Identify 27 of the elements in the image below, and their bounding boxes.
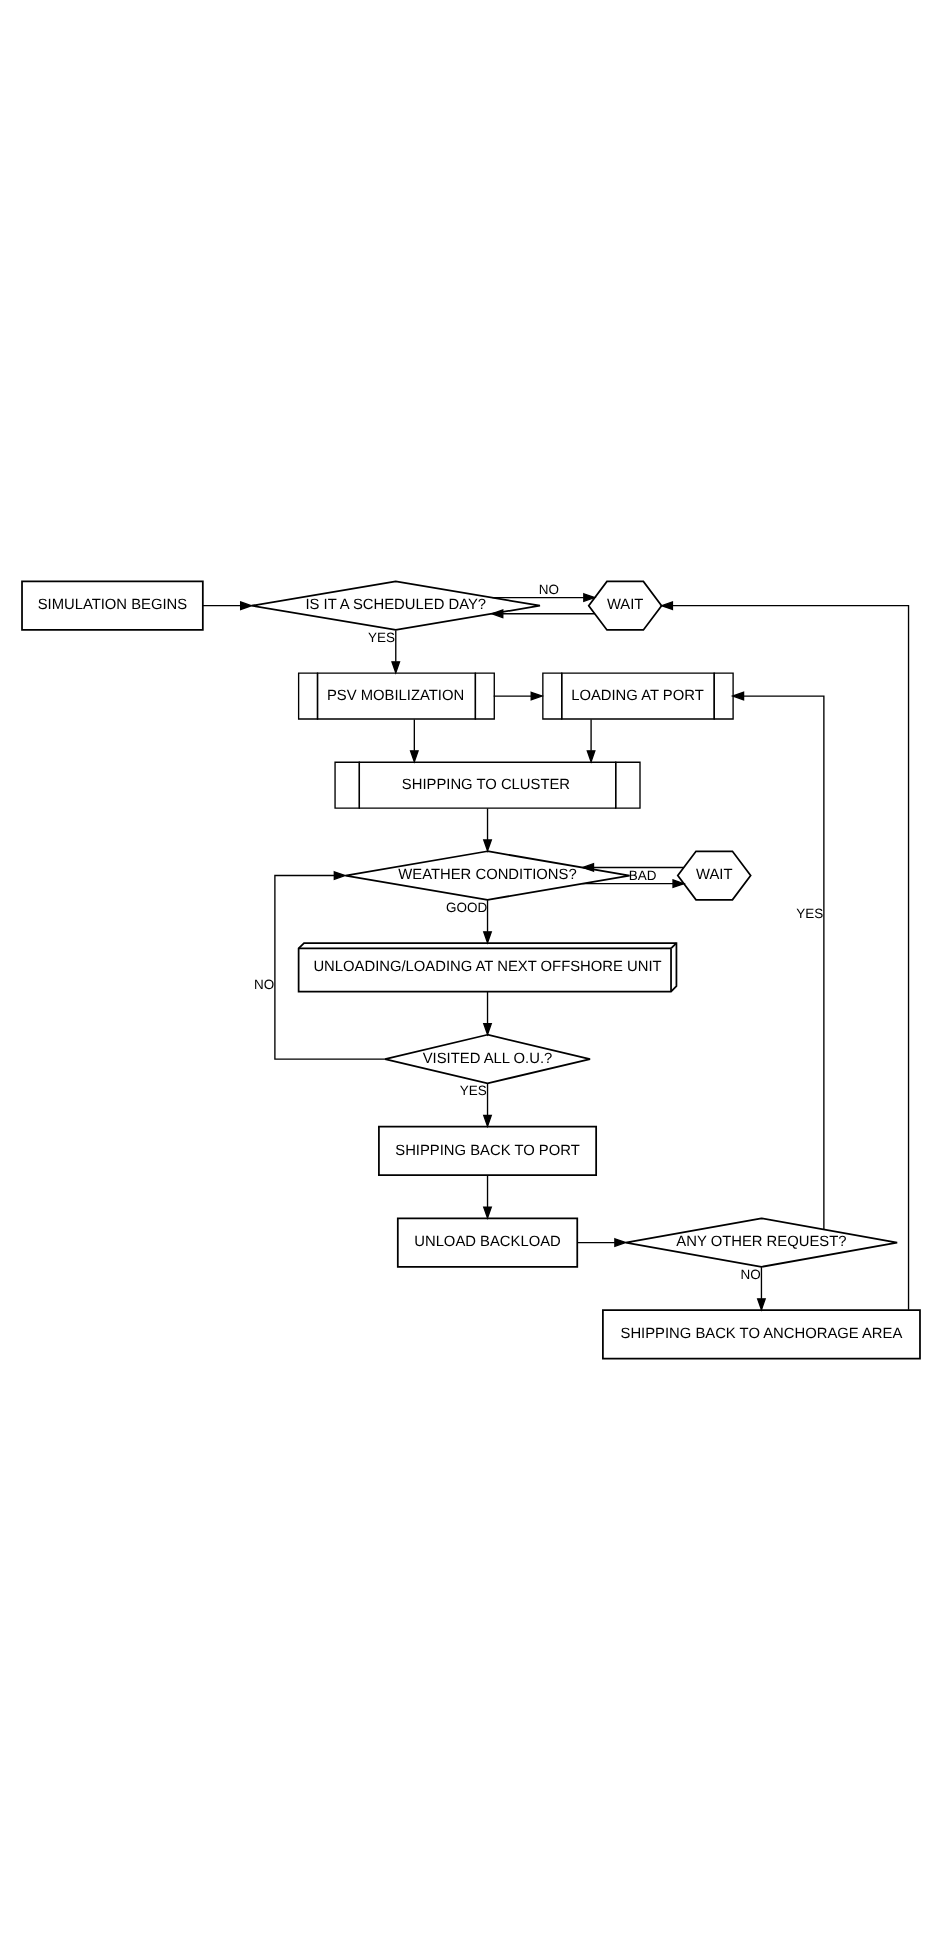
node-diamond: VISITED ALL O.U.?	[384, 1033, 591, 1085]
node-box: SIMULATION BEGINS	[21, 580, 204, 631]
arrow	[482, 1082, 493, 1129]
arrow	[489, 609, 596, 619]
node-box: SHIPPING BACK TO ANCHORAGE AREA	[602, 1309, 921, 1360]
arrow	[391, 629, 401, 675]
arrow	[482, 807, 493, 853]
arrow	[409, 718, 420, 764]
arrow	[482, 899, 493, 945]
arrow	[659, 600, 910, 1311]
arrow	[730, 691, 825, 1230]
arrow	[586, 718, 596, 764]
arrow	[482, 991, 493, 1037]
arrow	[491, 592, 597, 603]
arrow	[581, 878, 686, 889]
arrow	[202, 600, 254, 611]
arrow	[580, 862, 685, 873]
arrow	[482, 1174, 493, 1220]
arrow	[493, 691, 545, 701]
node-diamond: WEATHER CONDITIONS?	[344, 850, 631, 901]
node-box: SHIPPING BACK TO PORT	[378, 1125, 598, 1176]
arrow	[756, 1266, 767, 1312]
node-box: UNLOAD BACKLOAD	[396, 1217, 579, 1268]
arrow	[576, 1237, 628, 1248]
node-diamond: ANY OTHER REQUEST?	[624, 1217, 899, 1268]
arrow	[274, 870, 386, 1060]
node-diamond: IS IT A SCHEDULED DAY?	[250, 580, 541, 631]
